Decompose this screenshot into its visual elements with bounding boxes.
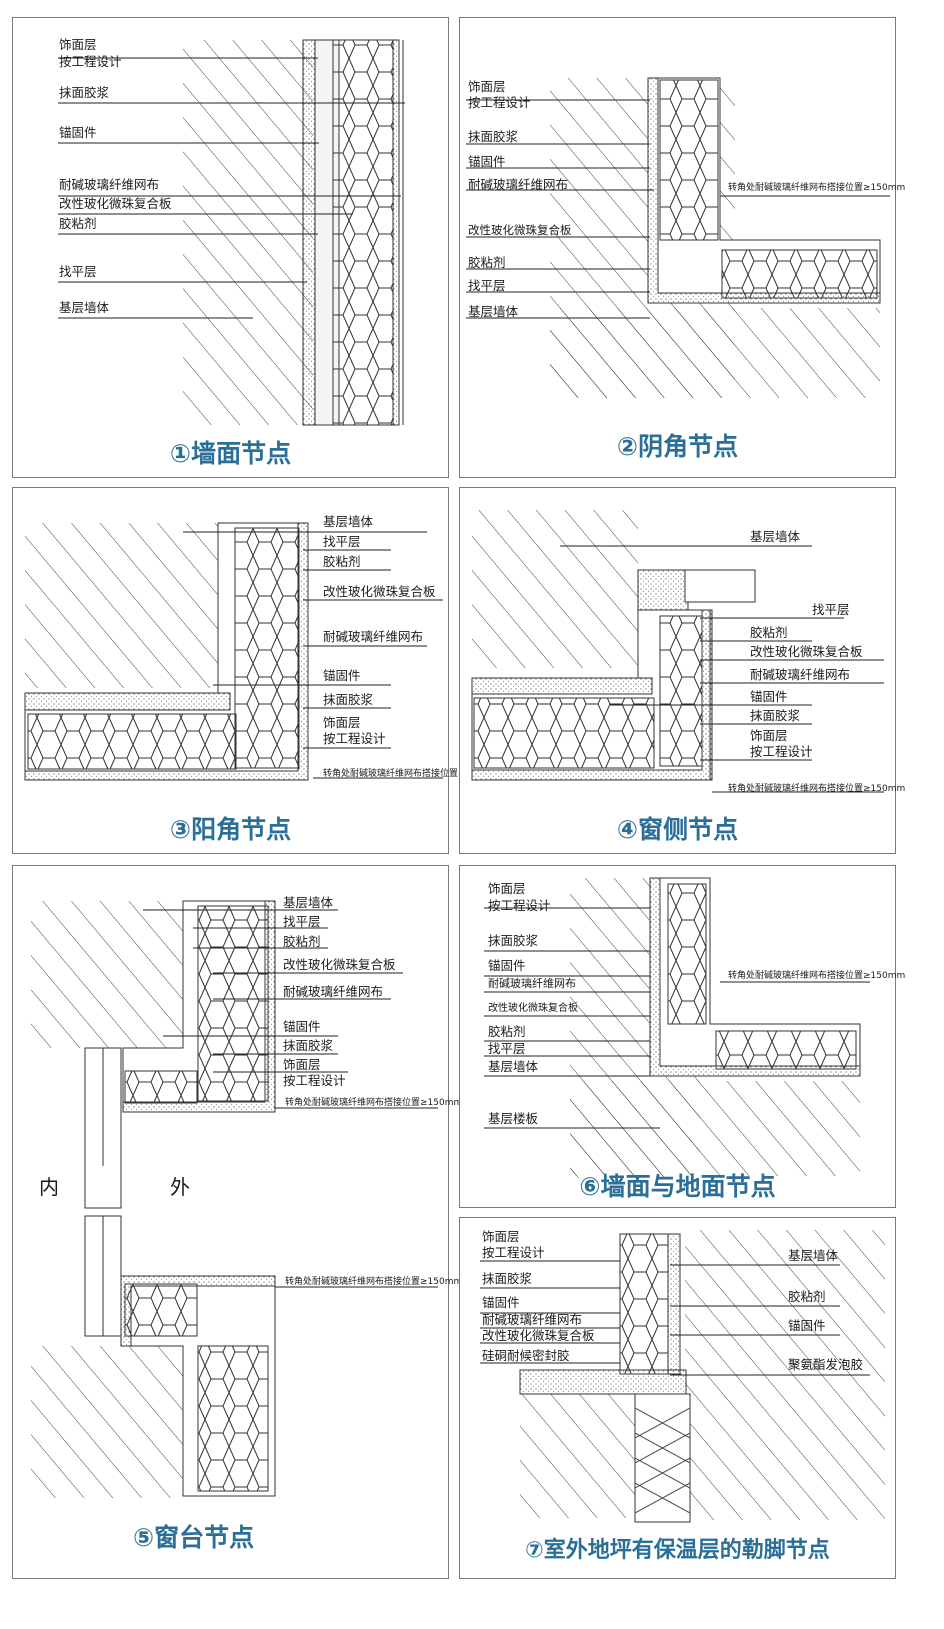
label-base-wall: 基层墙体 xyxy=(283,895,334,910)
label-finish: 饰面层 xyxy=(488,881,526,896)
label-per-design: 按工程设计 xyxy=(750,744,813,759)
label-base-wall: 基层墙体 xyxy=(750,529,801,544)
label-mesh: 耐碱玻璃纤维网布 xyxy=(488,977,576,990)
panel-wall-floor: 饰面层 按工程设计 抹面胶浆 锚固件 耐碱玻璃纤维网布 改性玻化微珠复合板 胶粘… xyxy=(459,865,905,1208)
overlap-note: 转角处耐碱玻璃纤维网布搭接位置≥150mm xyxy=(728,784,906,794)
label-base-floor: 基层楼板 xyxy=(488,1111,539,1126)
label-mesh: 耐碱玻璃纤维网布 xyxy=(750,667,851,682)
window-side-drawing xyxy=(471,510,884,793)
panel-title: ⑦室外地坪有保温层的勒脚节点 xyxy=(525,1538,830,1563)
label-board: 改性玻化微珠复合板 xyxy=(468,223,572,237)
panel-outside-corner: 基层墙体 找平层 胶粘剂 改性玻化微珠复合板 耐碱玻璃纤维网布 锚固件 抹面胶浆… xyxy=(12,487,500,854)
inside-corner-drawing xyxy=(466,77,890,398)
label-anchor: 锚固件 xyxy=(482,1295,520,1310)
label-board: 改性玻化微珠复合板 xyxy=(59,196,172,211)
label-leveling: 找平层 xyxy=(59,264,97,279)
outside-corner-drawing xyxy=(24,522,443,781)
panel-wall-node: 饰面层 按工程设计 抹面胶浆 锚固件 耐碱玻璃纤维网布 改性玻化微珠复合板 胶粘… xyxy=(12,17,449,478)
label-adhesive: 胶粘剂 xyxy=(59,216,97,231)
label-base-wall: 基层墙体 xyxy=(468,304,519,319)
wall-node-drawing xyxy=(58,39,405,426)
overlap-note: 转角处耐碱玻璃纤维网布搭接位置≥150mm xyxy=(285,1098,463,1108)
label-board: 改性玻化微珠复合板 xyxy=(283,957,396,972)
label-pu-foam: 聚氨酯发泡胶 xyxy=(788,1357,864,1372)
label-leveling: 找平层 xyxy=(488,1041,526,1056)
label-finish: 饰面层 xyxy=(59,37,97,52)
wall-floor-drawing xyxy=(484,877,870,1178)
panel-title: ①墙面节点 xyxy=(169,439,292,468)
label-per-design: 按工程设计 xyxy=(283,1073,346,1088)
panel-title: ④窗侧节点 xyxy=(616,815,739,844)
label-anchor: 锚固件 xyxy=(323,668,361,683)
label-anchor-right: 锚固件 xyxy=(788,1318,826,1333)
label-leveling: 找平层 xyxy=(812,602,850,617)
label-board: 改性玻化微珠复合板 xyxy=(482,1328,595,1343)
panel-title: ②阴角节点 xyxy=(616,432,739,461)
label-finish: 饰面层 xyxy=(750,728,788,743)
overlap-note-lower: 转角处耐碱玻璃纤维网布搭接位置≥150mm xyxy=(285,1277,463,1287)
label-mesh: 耐碱玻璃纤维网布 xyxy=(468,177,569,192)
plinth-drawing xyxy=(480,1230,885,1523)
panel-title: ③阳角节点 xyxy=(169,815,292,844)
label-mesh: 耐碱玻璃纤维网布 xyxy=(283,984,384,999)
label-mesh: 耐碱玻璃纤维网布 xyxy=(323,629,424,644)
label-per-design: 按工程设计 xyxy=(323,731,386,746)
label-base-wall: 基层墙体 xyxy=(788,1248,839,1263)
panel-inside-corner: 饰面层 按工程设计 抹面胶浆 锚固件 耐碱玻璃纤维网布 改性玻化微珠复合板 胶粘… xyxy=(459,17,905,478)
label-render: 抹面胶浆 xyxy=(488,933,539,948)
label-finish: 饰面层 xyxy=(482,1229,520,1244)
overlap-note: 转角处耐碱玻璃纤维网布搭接位置≥150mm xyxy=(728,183,906,193)
label-adhesive: 胶粘剂 xyxy=(488,1024,526,1039)
label-sealant: 硅硐耐候密封胶 xyxy=(482,1348,570,1363)
panel-plinth: 饰面层 按工程设计 抹面胶浆 锚固件 耐碱玻璃纤维网布 改性玻化微珠复合板 硅硐… xyxy=(459,1217,896,1579)
label-render: 抹面胶浆 xyxy=(750,708,801,723)
label-anchor: 锚固件 xyxy=(750,689,788,704)
label-adhesive: 胶粘剂 xyxy=(323,554,361,569)
label-finish: 饰面层 xyxy=(283,1057,321,1072)
label-board: 改性玻化微珠复合板 xyxy=(750,644,863,659)
outside-label: 外 xyxy=(170,1175,190,1199)
label-leveling: 找平层 xyxy=(468,278,506,293)
label-finish: 饰面层 xyxy=(468,79,506,94)
label-board: 改性玻化微珠复合板 xyxy=(488,1003,578,1014)
label-anchor: 锚固件 xyxy=(488,958,526,973)
label-adhesive: 胶粘剂 xyxy=(283,934,321,949)
label-base-wall: 基层墙体 xyxy=(323,514,374,529)
panel-window-sill: 基层墙体 找平层 胶粘剂 改性玻化微珠复合板 耐碱玻璃纤维网布 锚固件 抹面胶浆… xyxy=(12,865,462,1579)
label-per-design: 按工程设计 xyxy=(488,898,551,913)
label-render: 抹面胶浆 xyxy=(482,1271,533,1286)
label-per-design: 按工程设计 xyxy=(468,95,531,110)
overlap-note: 转角处耐碱玻璃纤维网布搭接位置≥150mm xyxy=(323,769,501,779)
label-render: 抹面胶浆 xyxy=(323,692,374,707)
label-finish: 饰面层 xyxy=(323,715,361,730)
label-per-design: 按工程设计 xyxy=(59,54,122,69)
panel-window-side: 基层墙体 找平层 胶粘剂 改性玻化微珠复合板 耐碱玻璃纤维网布 锚固件 抹面胶浆… xyxy=(459,487,905,854)
label-adhesive: 胶粘剂 xyxy=(750,625,788,640)
inside-label: 内 xyxy=(39,1175,59,1199)
overlap-note: 转角处耐碱玻璃纤维网布搭接位置≥150mm xyxy=(728,971,906,981)
label-anchor: 锚固件 xyxy=(59,125,97,140)
label-base-wall: 基层墙体 xyxy=(59,300,110,315)
label-render: 抹面胶浆 xyxy=(468,129,519,144)
label-board: 改性玻化微珠复合板 xyxy=(323,584,436,599)
window-sill-drawing xyxy=(31,900,438,1498)
label-adhesive: 胶粘剂 xyxy=(788,1289,826,1304)
label-leveling: 找平层 xyxy=(323,534,361,549)
label-per-design: 按工程设计 xyxy=(482,1245,545,1260)
panel-title: ⑤窗台节点 xyxy=(133,1523,255,1552)
label-anchor: 锚固件 xyxy=(468,154,506,169)
label-base-wall: 基层墙体 xyxy=(488,1059,539,1074)
label-mesh: 耐碱玻璃纤维网布 xyxy=(59,177,160,192)
label-adhesive: 胶粘剂 xyxy=(468,255,506,270)
label-anchor: 锚固件 xyxy=(283,1019,321,1034)
label-render: 抹面胶浆 xyxy=(283,1038,334,1053)
label-leveling: 找平层 xyxy=(283,914,321,929)
label-render: 抹面胶浆 xyxy=(59,85,110,100)
label-mesh: 耐碱玻璃纤维网布 xyxy=(482,1312,583,1327)
panel-title: ⑥墙面与地面节点 xyxy=(579,1172,776,1201)
